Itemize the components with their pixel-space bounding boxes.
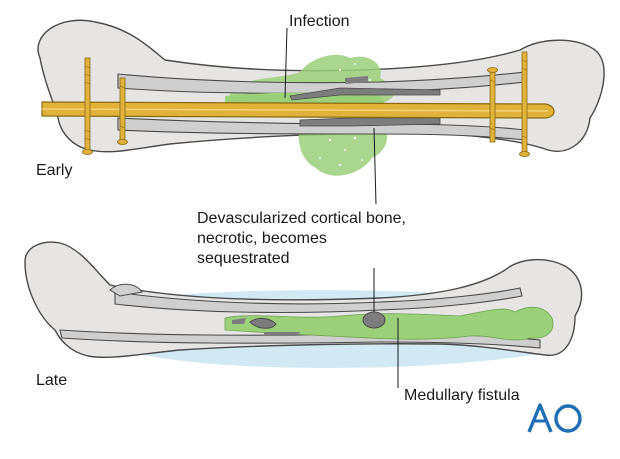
late-sequestrum-chips (232, 318, 300, 336)
late-femur-illustration (24, 241, 583, 388)
early-sequestrum-upper (289, 87, 441, 101)
late-stage-label: Late (36, 372, 68, 389)
early-stage-label: Early (36, 162, 73, 179)
infection-label: Infection (289, 13, 350, 30)
ao-logo (527, 403, 582, 433)
late-sequestrum-large (362, 311, 386, 329)
devascularized-label-line1: Devascularized cortical bone, (197, 210, 406, 227)
early-sequestrum-upper-tip (345, 76, 368, 84)
early-femur-illustration (37, 19, 605, 205)
late-sequestrum-left (249, 317, 277, 329)
devascularized-leader-line-top (373, 127, 377, 205)
devascularized-label-line2: necrotic, becomes (197, 230, 327, 247)
late-upper-cortex (114, 287, 523, 314)
infection-leader-line (284, 27, 288, 99)
early-sequestrum-lower (299, 117, 441, 127)
medullary-fistula-label: Medullary fistula (404, 387, 520, 404)
devascularized-bone-label: Devascularized cortical bone, necrotic, … (197, 209, 406, 269)
late-periosteal-bulge (109, 283, 143, 297)
early-locking-screws (82, 51, 530, 157)
devascularized-label-line3: sequestrated (197, 250, 290, 267)
late-medullary-fistula (224, 306, 554, 341)
